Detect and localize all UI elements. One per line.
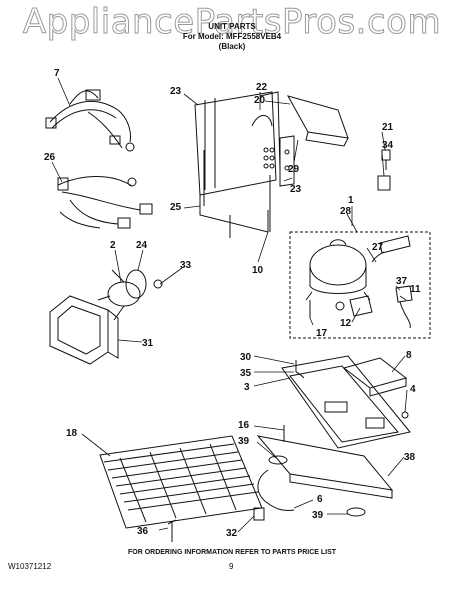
start-relay bbox=[335, 295, 373, 317]
rear-panel bbox=[199, 150, 271, 238]
drier bbox=[371, 235, 411, 263]
screw bbox=[167, 411, 409, 542]
wiring-harness-lower bbox=[57, 176, 153, 229]
callout-21: 21 bbox=[382, 122, 394, 133]
evaporator-cover bbox=[194, 91, 281, 196]
callout-17: 17 bbox=[316, 328, 328, 339]
callout-24: 24 bbox=[136, 240, 148, 251]
callout-28: 28 bbox=[340, 206, 352, 217]
drain-pan bbox=[256, 435, 394, 499]
callout-39-upper: 39 bbox=[238, 436, 250, 447]
leader-lines bbox=[51, 77, 408, 533]
ordering-note: FOR ORDERING INFORMATION REFER TO PARTS … bbox=[127, 549, 337, 556]
callout-6: 6 bbox=[317, 494, 323, 505]
callout-12: 12 bbox=[340, 318, 352, 329]
callout-1: 1 bbox=[348, 195, 354, 206]
callout-23-top: 23 bbox=[170, 86, 182, 97]
drain-plug bbox=[253, 507, 265, 521]
air-duct bbox=[286, 95, 349, 147]
callout-10: 10 bbox=[252, 265, 264, 276]
callout-20: 20 bbox=[254, 95, 266, 106]
callout-39-lower: 39 bbox=[312, 510, 324, 521]
doc-number: W10371212 bbox=[8, 562, 52, 571]
wiring-harness-upper bbox=[45, 89, 135, 152]
callout-3: 3 bbox=[244, 382, 250, 393]
rubber-foot bbox=[268, 455, 366, 517]
callout-37: 37 bbox=[396, 276, 408, 287]
compressor-inset-box bbox=[289, 231, 431, 339]
callout-29: 29 bbox=[288, 164, 300, 175]
drain-tube bbox=[257, 469, 295, 511]
callout-33: 33 bbox=[180, 260, 192, 271]
control-box bbox=[342, 357, 408, 397]
callout-32: 32 bbox=[226, 528, 238, 539]
callout-27: 27 bbox=[372, 242, 384, 253]
callout-38: 38 bbox=[404, 452, 416, 463]
compressor bbox=[305, 239, 371, 301]
callout-8: 8 bbox=[406, 350, 412, 361]
callout-30: 30 bbox=[240, 352, 252, 363]
base-plate bbox=[281, 355, 411, 449]
fan-shroud bbox=[49, 295, 119, 365]
callout-4: 4 bbox=[410, 384, 416, 395]
color-line: (Black) bbox=[218, 42, 246, 51]
side-bracket bbox=[279, 135, 295, 187]
callout-23-side: 23 bbox=[290, 184, 302, 195]
callout-16: 16 bbox=[238, 420, 250, 431]
thermistor bbox=[377, 149, 391, 191]
callout-7: 7 bbox=[54, 68, 60, 79]
callout-34: 34 bbox=[382, 140, 394, 151]
diagram-title: UNIT PARTS bbox=[208, 22, 256, 31]
overload-protector bbox=[395, 285, 413, 329]
callout-22: 22 bbox=[256, 82, 268, 93]
watermark: AppliancePartsPros.com bbox=[22, 2, 442, 43]
mounting-grommet bbox=[295, 360, 305, 379]
callout-26: 26 bbox=[44, 152, 56, 163]
model-line: For Model: MFF2558VEB4 bbox=[182, 32, 282, 41]
page-number: 9 bbox=[229, 562, 234, 571]
condenser-fan-motor bbox=[97, 269, 163, 321]
callout-31: 31 bbox=[142, 338, 154, 349]
callout-11: 11 bbox=[410, 284, 421, 295]
callout-36: 36 bbox=[137, 526, 149, 537]
callout-35: 35 bbox=[240, 368, 252, 379]
condenser-coil bbox=[99, 435, 263, 529]
callout-25: 25 bbox=[170, 202, 182, 213]
callout-18: 18 bbox=[66, 428, 78, 439]
callout-2: 2 bbox=[110, 240, 116, 251]
